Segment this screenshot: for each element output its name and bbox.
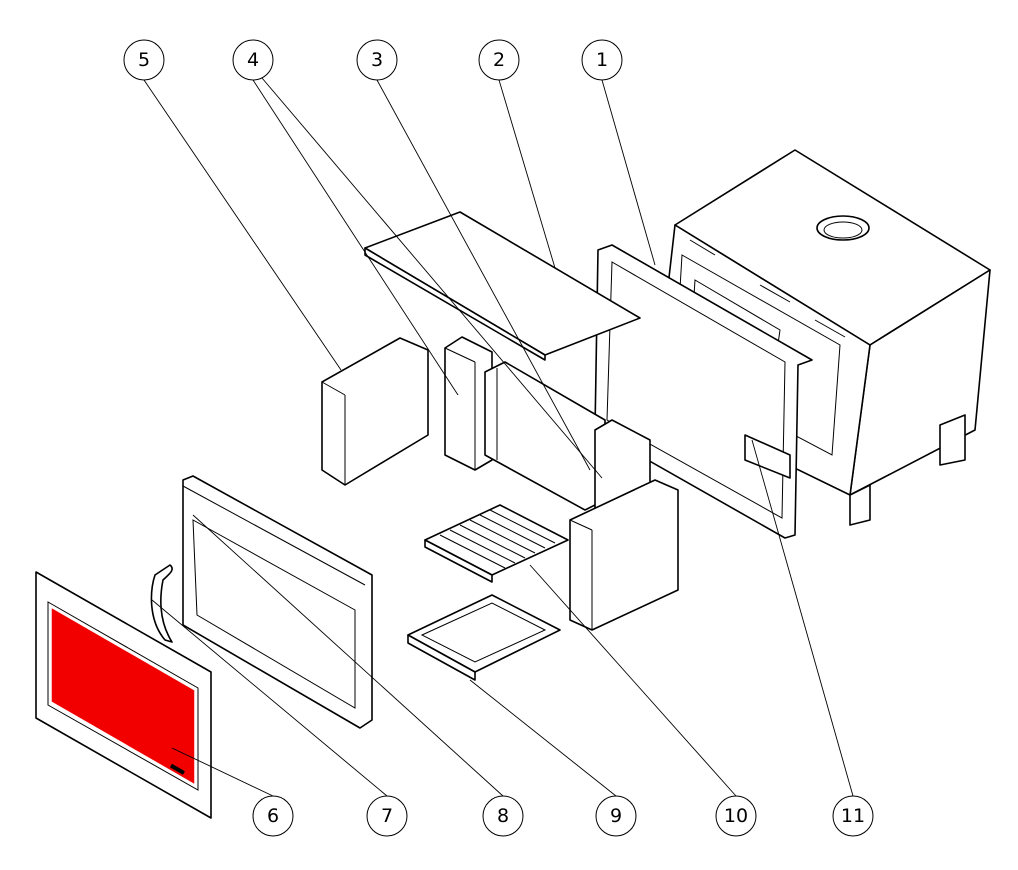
part-7-handle [150, 564, 173, 643]
part-8-door [182, 475, 373, 729]
part-5-side-brick [321, 337, 429, 486]
svg-text:5: 5 [138, 49, 150, 71]
svg-text:1: 1 [596, 49, 608, 71]
balloon-9: 9 [595, 795, 637, 837]
svg-text:10: 10 [724, 805, 748, 827]
svg-text:9: 9 [610, 805, 622, 827]
part-3-back-brick [484, 361, 606, 511]
balloon-2: 2 [478, 39, 520, 81]
svg-text:2: 2 [493, 49, 505, 71]
svg-text:3: 3 [371, 49, 383, 71]
balloon-1: 1 [581, 39, 623, 81]
balloon-8: 8 [482, 795, 524, 837]
balloon-3: 3 [356, 39, 398, 81]
svg-text:11: 11 [841, 805, 865, 827]
balloon-6: 6 [252, 795, 294, 837]
part-4-brick [444, 336, 493, 471]
balloon-5: 5 [123, 39, 165, 81]
balloon-10: 10 [715, 795, 757, 837]
leader-lines [143, 77, 854, 797]
svg-text:8: 8 [497, 805, 509, 827]
glass-red-panel [50, 605, 196, 787]
svg-text:4: 4 [247, 49, 259, 71]
part-10-grate [424, 504, 569, 576]
side-brick-right [569, 479, 679, 631]
part-11 [744, 434, 791, 479]
balloon-4: 4 [232, 39, 274, 81]
part-6-glass [35, 571, 212, 819]
svg-text:7: 7 [381, 805, 393, 827]
balloon-7: 7 [366, 795, 408, 837]
balloon-11: 11 [832, 795, 874, 837]
svg-text:6: 6 [267, 805, 279, 827]
